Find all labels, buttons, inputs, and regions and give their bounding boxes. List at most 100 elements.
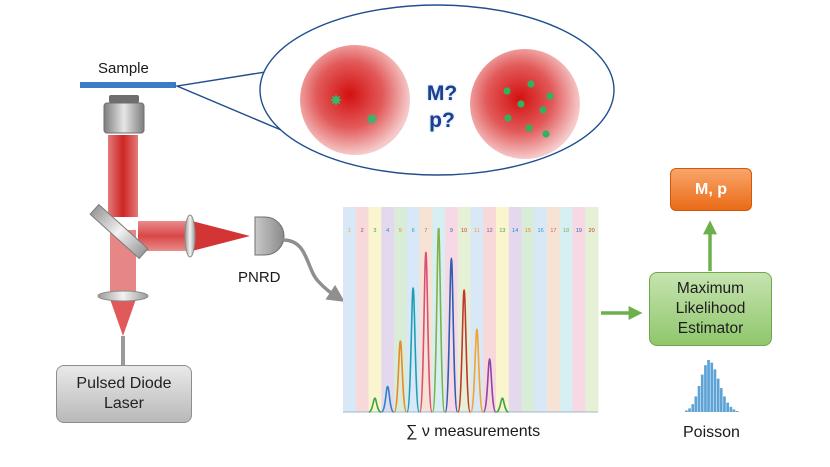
channel-label: 9 [450,228,453,234]
channel-label: 6 [412,228,415,234]
poisson-label: Poisson [683,424,740,441]
estimator-label: Maximum Likelihood Estimator [675,280,746,337]
channel-band [343,207,357,412]
poisson-bar [697,386,701,412]
pnrd-label: PNRD [238,269,281,286]
beam-upper [108,135,138,217]
poisson-bar [729,406,733,412]
channel-band [381,207,395,412]
channel-band [534,207,548,412]
poisson-bar [719,388,723,412]
poisson-bar [735,411,739,412]
objective-lens [109,95,139,103]
channel-label: 15 [525,228,531,234]
channel-label: 19 [576,228,582,234]
peak [457,289,471,413]
peak [419,251,433,413]
poisson-bar [691,404,695,412]
lens-vertical [97,290,149,302]
channel-label: 7 [424,228,427,234]
peak [393,340,408,413]
emitter [539,106,547,114]
channel-label: 3 [373,228,376,234]
channel-label: 11 [474,228,480,234]
channel-band [508,207,522,412]
channel-label: 16 [538,228,544,234]
emitter [517,100,525,108]
spot-left [300,45,410,155]
laser-label: Pulsed Diode Laser [76,375,172,412]
poisson-histogram [685,360,739,412]
spot-right [470,49,580,159]
detector-to-spectrum-arrow [282,238,345,302]
poisson-bar [694,396,698,412]
channel-label: 20 [589,228,595,234]
emitter [504,114,512,122]
channel-label: 4 [386,228,389,234]
poisson-bar [732,409,736,412]
channel-band [445,207,459,412]
channel-band [547,207,561,412]
mle-box: Maximum Likelihood Estimator [649,272,772,346]
channel-label: 17 [550,228,556,234]
objective-body [103,102,145,134]
emitter [525,124,533,132]
channel-band [585,207,599,412]
question-m: M? [426,82,458,105]
channel-band [470,207,484,412]
channel-label: 14 [512,228,518,234]
channel-label: 13 [499,228,505,234]
peak [431,227,446,413]
result-label: M, p [695,180,727,198]
sample-slide [80,82,176,88]
channel-label: 12 [487,228,493,234]
emitter [366,113,378,125]
measurements-label: ∑ ν measurements [406,423,541,440]
question-text: M? p? [418,80,466,134]
channel-band [521,207,535,412]
peak [406,287,420,413]
channel-band [406,207,420,412]
poisson-bar [723,396,726,412]
beam-cone-laser [110,299,136,336]
poisson-bar [704,365,707,412]
poisson-bar [685,410,688,412]
emitter [527,80,535,88]
peak [444,257,459,413]
poisson-bar [700,374,704,412]
channel-label: 18 [563,228,569,234]
poisson-bar [726,402,729,412]
sample-label: Sample [98,60,149,77]
channel-band [355,207,369,412]
emitter [546,92,554,100]
channel-band [483,207,497,412]
lens-horizontal [184,214,196,258]
emitters-right [503,80,554,138]
poisson-bar [710,362,714,412]
channel-label: 2 [361,228,364,234]
channel-band [496,207,510,412]
channel-label: 5 [399,228,402,234]
poisson-bar [688,408,691,412]
pnrd-detector [254,216,285,256]
emitter [330,94,342,106]
peak [482,357,497,413]
peak [470,328,484,413]
channel-band [368,207,382,412]
poisson-bar [707,360,710,412]
beam-cone-detector [192,221,250,251]
channel-band [559,207,573,412]
peak [380,385,395,413]
question-p: p? [429,109,455,132]
poisson-bar [713,369,717,412]
emitter [503,87,511,95]
channel-band [572,207,586,412]
emitters-left [330,94,378,125]
laser-fiber [121,336,125,366]
beam-horizontal [138,221,190,251]
peak [368,397,382,413]
channel-band [419,207,433,412]
emitter [542,130,550,138]
